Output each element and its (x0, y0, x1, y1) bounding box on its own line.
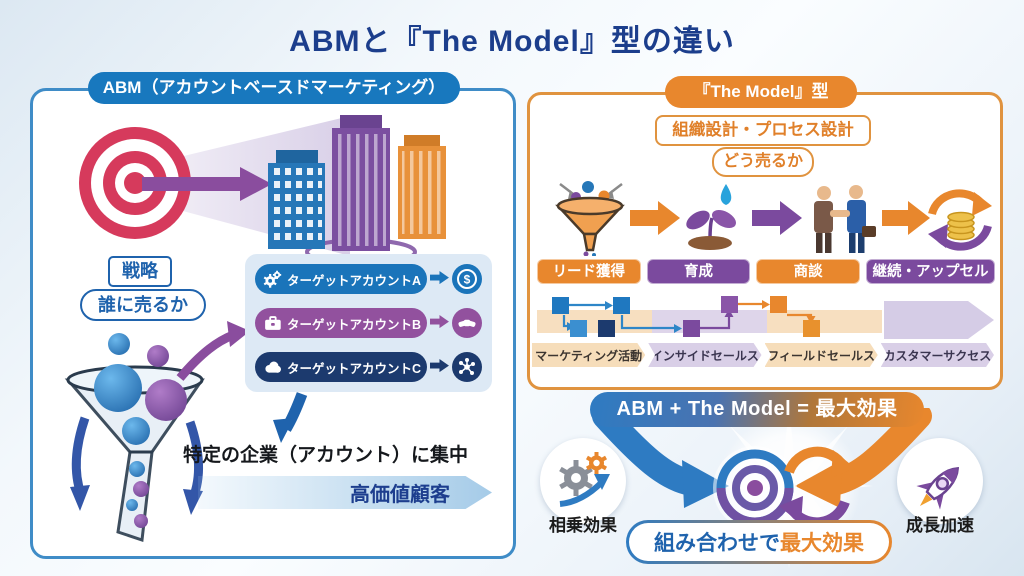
abm-illustration (64, 115, 446, 543)
target-icon (79, 127, 191, 239)
high-value-band: 高価値顧客 (198, 476, 492, 509)
target-account-row: ターゲットアカウントC (255, 350, 482, 384)
target-account-pill-a: ターゲットアカウントA (255, 264, 428, 294)
dept-marketing: マーケティング活動 (532, 343, 646, 367)
target-account-row: ターゲットアカウントA $ (255, 262, 482, 296)
dept-inside-sales: インサイドセールス (648, 343, 762, 367)
stage-lead: リード獲得 (537, 259, 641, 284)
prospect-sphere (122, 417, 150, 445)
negotiation-icon (814, 185, 876, 253)
prospect-sphere (94, 364, 142, 412)
formula-pill: ABM + The Model = 最大効果 (590, 392, 924, 427)
combo-pill: 組み合わせで最大効果 (626, 520, 892, 564)
prospect-sphere (129, 461, 145, 477)
buildings-icon (268, 115, 446, 266)
water-drop-icon (720, 184, 732, 205)
target-cycle-icon (713, 446, 855, 530)
synergy-label: 相乗効果 (549, 516, 617, 535)
dollar-icon: $ (452, 264, 482, 294)
growth-label: 成長加速 (906, 516, 974, 535)
departments-row: マーケティング活動 インサイドセールス フィールドセールス カスタマーサクセス (532, 343, 994, 367)
stage-arrow-icon (882, 201, 930, 235)
gears-icon (261, 268, 283, 290)
prospect-sphere (126, 499, 138, 511)
prospect-sphere (134, 514, 148, 528)
strategy-label: 戦略 (108, 256, 172, 287)
stages-row: リード獲得 育成 商談 継続・アップセル (537, 259, 995, 284)
who-to-sell-label: 誰に売るか (80, 289, 206, 321)
target-account-row: ターゲットアカウントB (255, 306, 482, 340)
synergy-circle (540, 438, 626, 524)
blue-swoosh-arrow-icon (592, 408, 729, 508)
sprout-icon (686, 184, 737, 250)
the-model-panel-header: 『The Model』型 (665, 76, 857, 108)
dept-customer-success: カスタマーサクセス (880, 343, 994, 367)
svg-text:$: $ (464, 273, 471, 287)
high-value-label: 高価値顧客 (350, 484, 450, 506)
arrow-right-icon (142, 167, 272, 201)
target-account-label: ターゲットアカウントB (287, 317, 422, 332)
process-icons-row (555, 181, 992, 256)
prospect-sphere (147, 345, 169, 367)
curved-arrow-up-icon (176, 321, 250, 381)
arrow-right-icon (430, 271, 449, 287)
target-account-pill-b: ターゲットアカウントB (255, 308, 428, 338)
arrow-right-icon (430, 315, 449, 331)
gears-growth-icon (559, 452, 610, 507)
coins-cycle-icon (928, 189, 992, 251)
page-title: ABMと『The Model』型の違い (289, 25, 735, 58)
how-to-sell-label: どう売るか (712, 147, 814, 177)
lead-funnel-icon (555, 181, 625, 256)
stage-arrow-icon (752, 201, 802, 235)
combo-pill-inner: 組み合わせで最大効果 (629, 523, 889, 561)
dept-field-sales: フィールドセールス (764, 343, 878, 367)
briefcase-icon (261, 312, 283, 334)
arrow-right-icon (430, 359, 449, 375)
target-accounts-box: ターゲットアカウントA $ ターゲットアカウントB (245, 254, 492, 392)
handshake-icon (452, 308, 482, 338)
curved-arrow-down-icon (273, 392, 308, 443)
process-flow-diagram (537, 296, 994, 339)
combo-prefix: 組み合わせで (654, 532, 780, 555)
combo-highlight: 最大効果 (780, 532, 864, 555)
focus-statement: 特定の企業（アカウント）に集中 (183, 445, 469, 466)
stage-upsell: 継続・アップセル (865, 259, 995, 284)
target-account-label: ターゲットアカウントA (287, 273, 422, 288)
prospect-sphere (133, 481, 149, 497)
stage-nurture: 育成 (646, 259, 751, 284)
stage-deal: 商談 (756, 259, 860, 284)
abm-panel-header: ABM（アカウントベースドマーケティング） (88, 72, 460, 104)
growth-circle (897, 438, 983, 524)
prospect-sphere (145, 379, 187, 421)
flow-node-squares (552, 296, 820, 337)
design-label: 組織設計・プロセス設計 (655, 115, 871, 146)
target-account-pill-c: ターゲットアカウントC (255, 352, 428, 382)
prospect-sphere (108, 333, 130, 355)
cloud-icon (261, 356, 283, 378)
rocket-icon (916, 467, 959, 510)
target-account-label: ターゲットアカウントC (287, 361, 422, 376)
funnel-icon (64, 333, 205, 543)
stage-arrow-icon (630, 201, 680, 235)
network-icon (452, 352, 482, 382)
orange-swoosh-arrow-icon (795, 408, 932, 508)
